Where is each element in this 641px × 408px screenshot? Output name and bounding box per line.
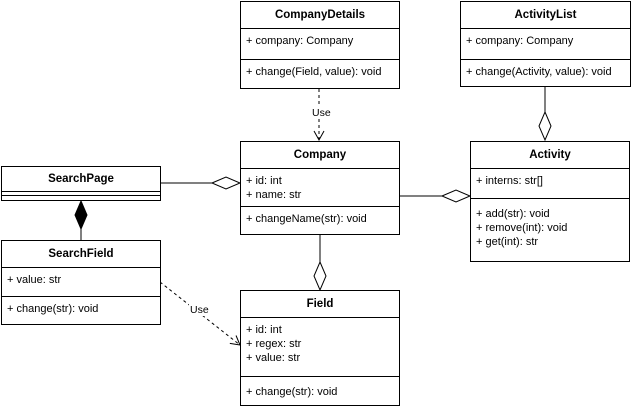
method: + add(str): void [476, 208, 550, 220]
edge-searchpage-searchfield [74, 199, 88, 240]
class-companydetails[interactable]: CompanyDetails + company: Company + chan… [240, 1, 400, 89]
attribute: + interns: str[] [476, 175, 543, 187]
attribute: + company: Company [246, 35, 354, 47]
class-name: SearchPage [2, 167, 160, 192]
attributes-section [2, 192, 160, 196]
class-name: Activity [471, 142, 629, 169]
method: + remove(int): void [476, 222, 568, 234]
class-name: Field [241, 291, 399, 318]
class-activitylist[interactable]: ActivityList + company: Company + change… [460, 1, 631, 87]
class-searchfield[interactable]: SearchField + value: str + change(str): … [1, 240, 161, 325]
method: + change(Activity, value): void [466, 66, 612, 78]
aggregation-diamond [313, 260, 327, 292]
methods-section: + add(str): void + remove(int): void + g… [471, 199, 629, 261]
aggregation-diamond [210, 176, 242, 190]
attribute: + id: int [246, 324, 282, 336]
attributes-section: + company: Company [241, 29, 399, 60]
aggregation-diamond [440, 189, 472, 203]
method: + change(str): void [246, 386, 338, 398]
attributes-section: + interns: str[] [471, 169, 629, 199]
method: + get(int): str [476, 236, 539, 248]
methods-section: + changeName(str): void [241, 207, 399, 234]
attributes-section: + company: Company [461, 29, 630, 60]
attribute: + value: str [7, 274, 62, 286]
methods-section: + change(Activity, value): void [461, 60, 630, 86]
class-name: Company [241, 142, 399, 169]
method: + change(Field, value): void [246, 66, 382, 78]
use-label: Use [311, 107, 332, 119]
composition-diamond [74, 199, 88, 231]
aggregation-diamond [538, 110, 552, 142]
class-name: SearchField [2, 241, 160, 268]
methods-section: + change(str): void [2, 297, 160, 324]
method: + change(str): void [7, 303, 99, 315]
class-activity[interactable]: Activity + interns: str[] + add(str): vo… [470, 141, 630, 262]
edge-company-activity [400, 189, 472, 203]
edge-company-field [313, 235, 327, 292]
method: + changeName(str): void [246, 213, 367, 225]
edge-searchpage-company [160, 176, 242, 190]
methods-section: + change(Field, value): void [241, 60, 399, 88]
class-name: CompanyDetails [241, 2, 399, 29]
attribute: + id: int [246, 175, 282, 187]
class-name: ActivityList [461, 2, 630, 29]
class-company[interactable]: Company + id: int + name: str + changeNa… [240, 141, 400, 235]
attributes-section: + id: int + regex: str + value: str [241, 318, 399, 377]
attributes-section: + value: str [2, 268, 160, 297]
class-searchpage[interactable]: SearchPage [1, 166, 161, 201]
methods-section [2, 196, 160, 200]
attribute: + company: Company [466, 35, 574, 47]
use-label: Use [189, 304, 210, 316]
methods-section: + change(str): void [241, 377, 399, 405]
class-field[interactable]: Field + id: int + regex: str + value: st… [240, 290, 400, 406]
attribute: + name: str [246, 189, 302, 201]
edge-activitylist-activity [538, 87, 552, 142]
attribute: + regex: str [246, 338, 302, 350]
attributes-section: + id: int + name: str [241, 169, 399, 207]
attribute: + value: str [246, 352, 301, 364]
